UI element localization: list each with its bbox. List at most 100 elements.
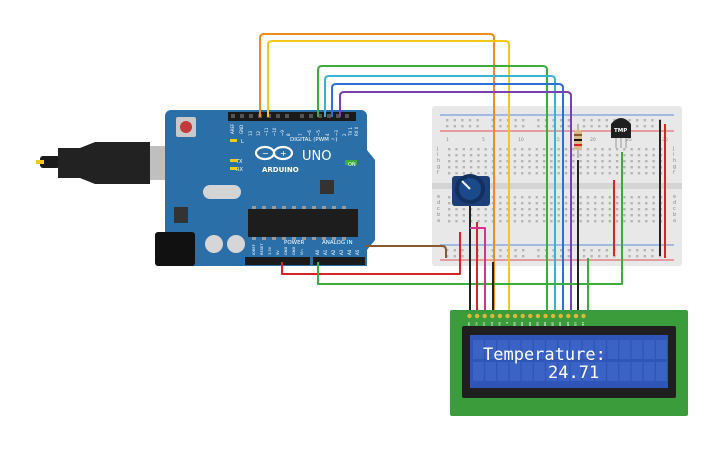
crystal: [203, 185, 241, 199]
lcd-char-cell: [521, 362, 533, 381]
row-letter: i: [437, 152, 438, 158]
lcd-line-1: Temperature:: [483, 345, 606, 365]
lcd-char-cell: [497, 340, 509, 359]
row-letter: d: [673, 200, 676, 206]
lcd-pin: [543, 313, 548, 319]
digital-pin-label: 13: [248, 130, 253, 136]
digital-pin-label: ~6: [307, 130, 312, 136]
row-letter: c: [437, 206, 440, 212]
rx-label: RX: [236, 167, 243, 173]
power-header: [245, 257, 310, 265]
row-letter: b: [673, 212, 676, 218]
lcd-pin: [497, 313, 503, 319]
row-letter: g: [437, 164, 440, 170]
column-number: 25: [626, 137, 632, 143]
lcd-char-cell: [619, 362, 631, 381]
tx-label: TX: [235, 159, 243, 165]
potentiometer[interactable]: [452, 174, 490, 206]
lcd-char-cell: [546, 362, 557, 381]
digital-pin-label: 2: [342, 133, 347, 136]
lcd-char-cell: [473, 362, 484, 381]
lcd-char-cell: [619, 340, 631, 359]
lcd-char-cell: [570, 340, 582, 359]
lcd-pin: [581, 313, 586, 319]
lcd-pin: [566, 313, 571, 319]
lcd-pin-label: VCC: [475, 322, 479, 328]
digital-pin-label: TX 1: [348, 127, 353, 137]
lcd-pin-label: DB1: [520, 322, 524, 328]
power-pin-label: RESET: [260, 243, 264, 255]
digital-pin-label: ~11: [264, 127, 269, 136]
row-letter: a: [673, 218, 676, 224]
lcd-pin-label: DB2: [528, 322, 532, 328]
lcd-pin: [482, 313, 487, 319]
row-letter: j: [436, 146, 438, 152]
digital-pin-label: ~10: [272, 127, 277, 136]
lcd-pin-label: DB3: [535, 322, 539, 328]
digital-header: [228, 112, 356, 121]
wire-purple-d2: [339, 91, 572, 310]
lcd-char-cell: [656, 362, 667, 381]
lcd-char-cell: [497, 362, 509, 381]
analog-label: ANALOG IN: [322, 240, 353, 246]
lcd-char-cell: [473, 340, 484, 359]
lcd-pin: [550, 313, 556, 319]
lcd-pin-label: LED: [573, 322, 577, 329]
lcd-char-cell: [485, 340, 496, 359]
wire-red-5v: [281, 232, 461, 275]
aref-label: AREF: [230, 123, 235, 134]
digital-pin-label: 8: [286, 133, 291, 136]
analog-pin-label: A0: [315, 249, 320, 255]
lcd-pin-label: GND: [467, 322, 471, 330]
analog-pin-label: A3: [339, 249, 344, 255]
lcd-char-cell: [546, 340, 557, 359]
wire-brown-a0: [365, 245, 447, 258]
row-letter: h: [673, 158, 676, 164]
digital-pin-label: 12: [256, 130, 261, 136]
row-letter: h: [437, 158, 440, 164]
arduino-logo: − +: [254, 145, 294, 161]
lcd-pin: [490, 313, 495, 319]
usb-cable: [36, 142, 168, 184]
resistor: [574, 124, 582, 158]
analog-pin-label: A5: [355, 249, 360, 255]
lcd-pin: [535, 313, 541, 319]
lcd-pin-label: DB7: [566, 322, 570, 328]
arduino-model: UNO: [302, 149, 331, 164]
analog-pin-label: A2: [331, 249, 336, 255]
lcd-pin-label: RS: [490, 322, 494, 326]
wire-orange: [259, 33, 495, 150]
lcd-char-cell: [607, 340, 618, 359]
wire-yellow: [267, 40, 510, 310]
lcd-char-cell: [509, 362, 521, 381]
lcd-char-cell: [582, 340, 594, 359]
temperature-sensor: TMP: [611, 118, 631, 148]
lcd-char-cell: [582, 362, 594, 381]
column-number: 20: [590, 137, 596, 143]
row-letter: e: [673, 194, 676, 200]
digital-label: DIGITAL (PWM ~): [290, 137, 337, 143]
column-number: 10: [518, 137, 524, 143]
row-letter: a: [437, 218, 440, 224]
lcd-char-cell: [595, 362, 606, 381]
lcd-pin-label: DB4: [543, 322, 547, 328]
lcd-char-cell: [558, 340, 570, 359]
analog-pin-label: A4: [347, 249, 352, 255]
wire-blue-d3: [331, 83, 564, 310]
lcd-char-cell: [534, 340, 545, 359]
lcd-char-cell: [643, 362, 655, 381]
wires: [259, 33, 666, 310]
lcd-char-cell: [485, 362, 496, 381]
on-label: ON: [348, 162, 356, 168]
lcd-char-cell: [656, 340, 667, 359]
power-pin-label: 3.3V: [268, 246, 272, 255]
analog-header: [313, 257, 365, 265]
digital-pin-label: 4: [325, 133, 330, 136]
lcd-pin: [520, 313, 525, 319]
lcd-char-cell: [607, 362, 618, 381]
gnd-label: GND: [239, 125, 244, 134]
row-letter: f: [437, 170, 439, 176]
lcd-char-cell: [534, 362, 545, 381]
power-pin-label: GND: [292, 247, 296, 255]
